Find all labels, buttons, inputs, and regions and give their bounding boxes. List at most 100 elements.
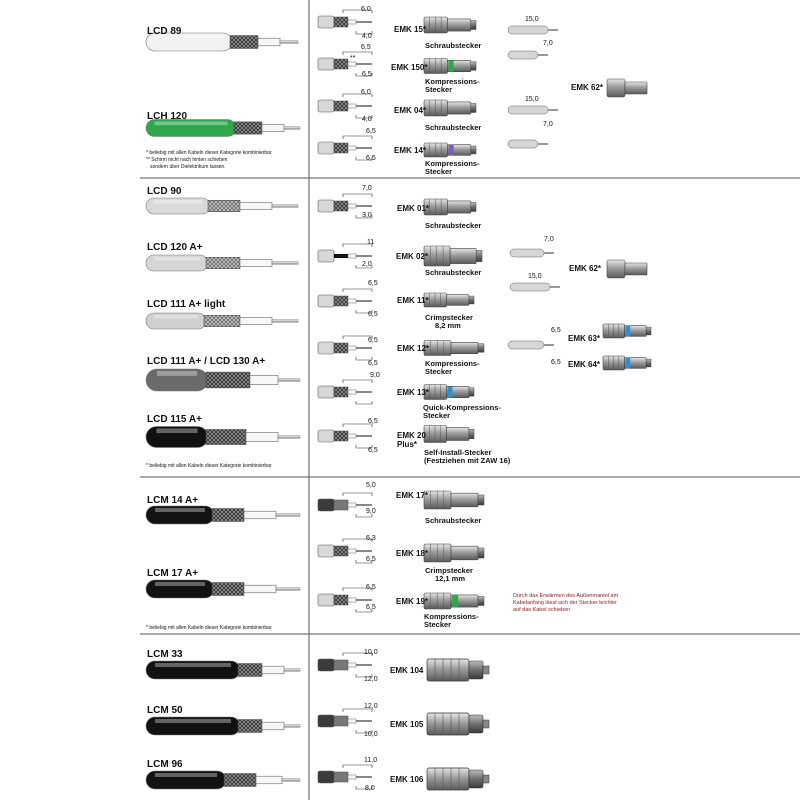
cable-inner-wire [275, 513, 301, 517]
dim-bracket-bottom [355, 560, 373, 564]
connector-emk13 [423, 384, 475, 400]
prep-emk62-c [507, 105, 558, 115]
dim-bracket-bottom [355, 674, 373, 678]
connector-caption: 8,2 mm [435, 321, 461, 330]
heavy-nut [468, 769, 484, 789]
connector-caption: Stecker [424, 620, 452, 629]
adapter-nut [606, 259, 626, 279]
dim-bracket-bottom [355, 115, 373, 119]
dim-label: 6,5 [362, 71, 372, 78]
cable-dielectric [261, 721, 285, 731]
dim-label: 6,5 [368, 337, 378, 344]
connector-emk105 [426, 712, 490, 736]
connector-label-emk150: EMK 150* [391, 63, 428, 72]
prep-emk62-b [507, 50, 548, 60]
cable-4 [145, 312, 299, 330]
connector-label-emk02: EMK 02* [396, 252, 429, 261]
connector-label-emk19: EMK 19* [396, 597, 429, 606]
prep-braid [333, 100, 349, 112]
dim-bracket-top [342, 423, 373, 427]
prep-dielectric [347, 103, 357, 109]
connector-tail [468, 428, 475, 440]
prep-dielectric [347, 389, 357, 395]
prep-dielectric [347, 774, 357, 780]
dim-label: 7,0 [543, 121, 553, 128]
cable-name-lcd120a: LCD 120 A+ [147, 242, 203, 253]
heavy-body [426, 712, 470, 736]
connector-caption: Kompressions- [425, 77, 480, 86]
connector-colour-band [448, 60, 454, 72]
connector-nut [423, 592, 452, 610]
dim-label: 6,5 [366, 604, 376, 611]
connector-tail [468, 295, 475, 305]
prep-dielectric [347, 203, 357, 209]
connector-label-emk11: EMK 11* [397, 296, 429, 305]
prep-jacket [317, 593, 335, 607]
prep-emk62-a [507, 25, 558, 35]
cable-name-lcd111-130: LCD 111 A+ / LCD 130 A+ [147, 356, 266, 367]
connector-caption: Kompressions- [425, 359, 480, 368]
prep-braid [333, 430, 349, 442]
cable-jacket-highlight [155, 582, 205, 586]
dim-bracket-bottom [355, 215, 373, 219]
dim-label: 6,0 [361, 89, 371, 96]
prep-emk62-f [509, 282, 560, 292]
cable-jacket-highlight [155, 719, 231, 723]
footnote-group2: * beliebig mit allen Kabeln dieser Kateg… [146, 463, 272, 469]
connector-caption: Schraubstecker [425, 123, 482, 132]
dim-bracket-top [342, 708, 373, 712]
connector-caption: 12,1 mm [435, 574, 466, 583]
prep-braid [333, 386, 349, 398]
connector-tail [470, 61, 477, 71]
dim-bracket-top [342, 652, 373, 656]
heating-note-line1: Durch das Erwärmen des Außenmantel am [513, 593, 619, 599]
prep-braid [333, 545, 349, 557]
connector-emk04 [423, 99, 477, 117]
cable-dielectric [257, 37, 281, 47]
dim-label: 7,0 [362, 185, 372, 192]
prep-jacket [317, 57, 335, 71]
cable-braid [211, 508, 245, 522]
dim-label: 8,0 [365, 785, 375, 792]
connector-caption: (Festziehen mit ZAW 16) [424, 456, 511, 465]
connector-emk02 [423, 245, 483, 267]
cable-inner-wire [277, 378, 301, 382]
prep-jacket [317, 658, 335, 672]
cable-name-lcd90: LCD 90 [147, 186, 182, 197]
cable-braid [205, 429, 247, 445]
connector-body [450, 545, 479, 561]
connector-colour-band [625, 325, 631, 337]
cable-dielectric [243, 510, 277, 520]
prep-braid [333, 16, 349, 28]
connector-label-emk20-plus: Plus* [397, 440, 418, 449]
dim-label: 15,0 [528, 273, 542, 280]
cable-inner-wire [281, 778, 301, 782]
dim-bracket-top [342, 51, 373, 55]
cable-braid [203, 314, 241, 328]
prep-emk62-d [507, 139, 548, 149]
cable-inner-wire [283, 668, 301, 672]
cable-jacket-highlight [155, 663, 231, 667]
cable-jacket-highlight [154, 200, 202, 204]
connector-emk62-mid [606, 259, 648, 279]
connector-emk63 [602, 323, 652, 339]
footnote-group1-line1: * beliebig mit allen Kabeln dieser Kateg… [146, 150, 272, 156]
dim-bracket-bottom [355, 157, 373, 161]
dim-bracket-bottom [355, 310, 373, 314]
dim-label: 6,5 [551, 327, 561, 334]
prep-dielectric [347, 502, 357, 508]
prep-braid [333, 659, 349, 671]
dim-label: 6,5 [368, 418, 378, 425]
prep-sketch [317, 587, 373, 613]
connector-caption: Schraubstecker [425, 516, 482, 525]
connector-caption: Schraubstecker [425, 268, 482, 277]
rprep-jacket [507, 50, 539, 60]
prep-jacket [317, 294, 335, 308]
connector-label-emk62-mid: EMK 62* [569, 264, 602, 273]
prep-jacket [317, 15, 335, 29]
footnote-group3: * beliebig mit allen Kabeln dieser Kateg… [146, 625, 272, 631]
cable-2 [145, 197, 299, 215]
connector-tail [468, 387, 475, 397]
dim-label: 6,5 [366, 155, 376, 162]
connector-caption: Stecker [425, 167, 453, 176]
